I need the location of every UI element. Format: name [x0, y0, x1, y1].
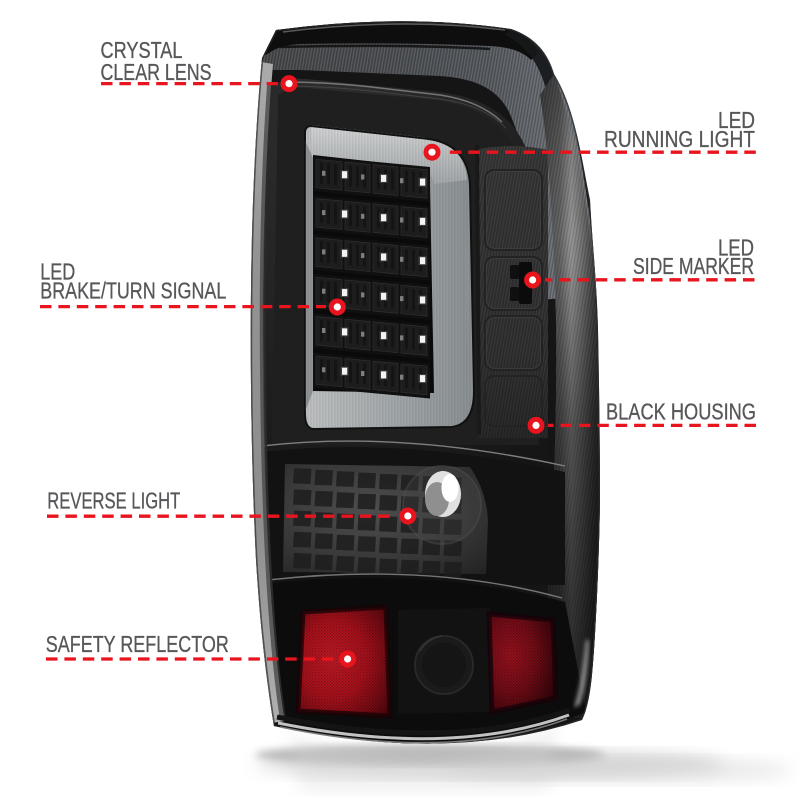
svg-text:RUNNING LIGHT: RUNNING LIGHT	[604, 126, 755, 152]
svg-text:CRYSTAL: CRYSTAL	[101, 37, 183, 63]
svg-text:REVERSE LIGHT: REVERSE LIGHT	[47, 488, 180, 514]
svg-text:SAFETY REFLECTOR: SAFETY REFLECTOR	[46, 631, 229, 657]
svg-text:LED: LED	[718, 107, 755, 133]
svg-text:CLEAR LENS: CLEAR LENS	[101, 59, 212, 85]
svg-text:BRAKE/TURN SIGNAL: BRAKE/TURN SIGNAL	[40, 277, 226, 303]
svg-text:LED: LED	[40, 259, 75, 285]
svg-text:LED: LED	[718, 235, 754, 261]
svg-text:SIDE MARKER: SIDE MARKER	[633, 253, 754, 279]
svg-text:BLACK HOUSING: BLACK HOUSING	[606, 399, 756, 425]
